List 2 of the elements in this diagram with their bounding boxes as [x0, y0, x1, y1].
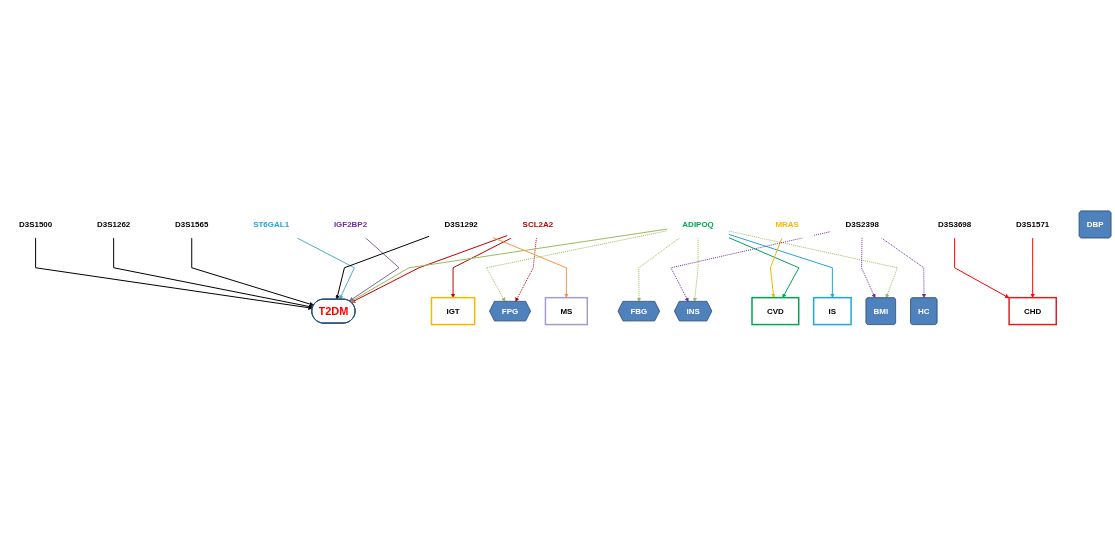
arrow	[191, 237, 314, 307]
arrow	[861, 237, 876, 299]
